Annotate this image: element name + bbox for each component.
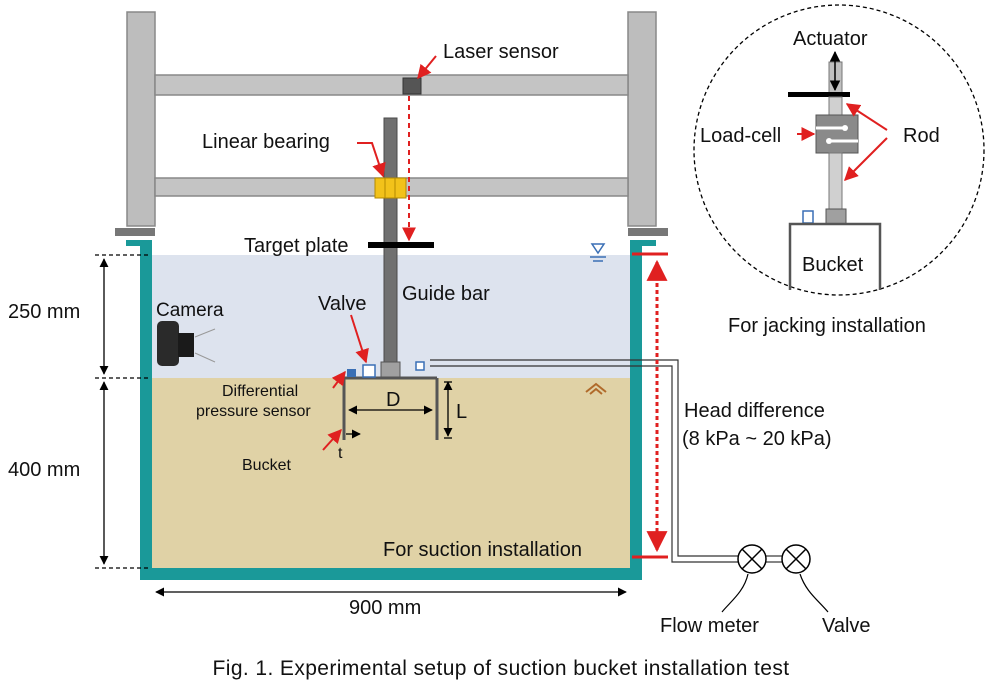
tank-bottom	[140, 568, 642, 580]
frame-right-foot	[628, 228, 668, 236]
bucket-connector	[380, 361, 401, 379]
inset-actuator-label: Actuator	[793, 28, 868, 50]
valve-label: Valve	[318, 293, 367, 315]
inset-load-cell-label: Load-cell	[700, 125, 781, 147]
inset-bucket	[788, 222, 882, 290]
dim-250-label: 250 mm	[8, 301, 80, 323]
suction-bucket	[342, 376, 439, 440]
differential-pressure-sensor	[347, 369, 356, 377]
suction-installation-label: For suction installation	[383, 539, 582, 561]
inset-title: For jacking installation	[728, 315, 926, 337]
outlet-valve	[415, 361, 425, 371]
frame-left-foot	[115, 228, 155, 236]
pointer-arrows	[322, 55, 437, 451]
inset-upper-rod	[828, 96, 843, 116]
dim-l-label: L	[456, 401, 467, 423]
frame-right-post	[627, 11, 657, 227]
tank-right-wall	[630, 240, 642, 580]
inset-connector	[825, 208, 847, 225]
support-frame	[115, 11, 668, 236]
soil-surface-icon	[585, 382, 607, 395]
flow-meter-leader	[721, 573, 829, 613]
jacking-inset: Actuator Load-cell Rod Bucket	[693, 4, 985, 296]
drain-pipe	[430, 359, 782, 563]
top-valve	[362, 364, 376, 378]
tank-left-rim	[126, 240, 152, 246]
target-plate	[368, 242, 434, 248]
linear-bearing-label: Linear bearing	[202, 131, 330, 153]
dim-d-label: D	[386, 389, 400, 411]
dim-400-label: 400 mm	[8, 459, 80, 481]
bucket-label: Bucket	[242, 457, 291, 474]
laser-sensor-label: Laser sensor	[443, 41, 559, 63]
inset-circle	[693, 4, 985, 296]
water-level-icon	[590, 243, 606, 262]
inset-lower-rod	[828, 152, 843, 210]
frame-left-post	[126, 11, 156, 227]
inset-rod-label: Rod	[903, 125, 940, 147]
flow-meter-label: Flow meter	[660, 615, 759, 637]
linear-bearing	[374, 177, 407, 199]
guide-bar	[383, 117, 398, 363]
diff-sensor-label-1: Differential	[222, 383, 298, 400]
inset-sensor	[802, 210, 814, 224]
head-difference-label-1: Head difference	[684, 400, 825, 422]
dimension-lines	[95, 254, 627, 597]
diff-sensor-label-2: pressure sensor	[196, 403, 311, 420]
inset-load-cell	[815, 114, 859, 154]
laser-sensor	[402, 77, 422, 95]
inset-plate	[788, 92, 850, 97]
target-plate-label: Target plate	[244, 235, 349, 257]
camera-label: Camera	[156, 300, 224, 321]
dim-900-label: 900 mm	[349, 597, 421, 619]
bottom-valve-icon	[781, 544, 811, 574]
dim-t-label: t	[338, 445, 343, 462]
camera-icon	[157, 321, 216, 366]
bottom-valve-label: Valve	[822, 615, 871, 637]
guide-bar-label: Guide bar	[402, 283, 490, 305]
frame-top-beam	[154, 74, 629, 96]
figure-caption: Fig. 1. Experimental setup of suction bu…	[213, 657, 790, 680]
tank-left-wall	[140, 240, 152, 580]
head-difference-label-2: (8 kPa ~ 20 kPa)	[682, 428, 832, 450]
inset-bucket-label: Bucket	[802, 254, 864, 276]
flow-meter-icon	[737, 544, 767, 574]
tank-right-rim	[630, 240, 656, 246]
